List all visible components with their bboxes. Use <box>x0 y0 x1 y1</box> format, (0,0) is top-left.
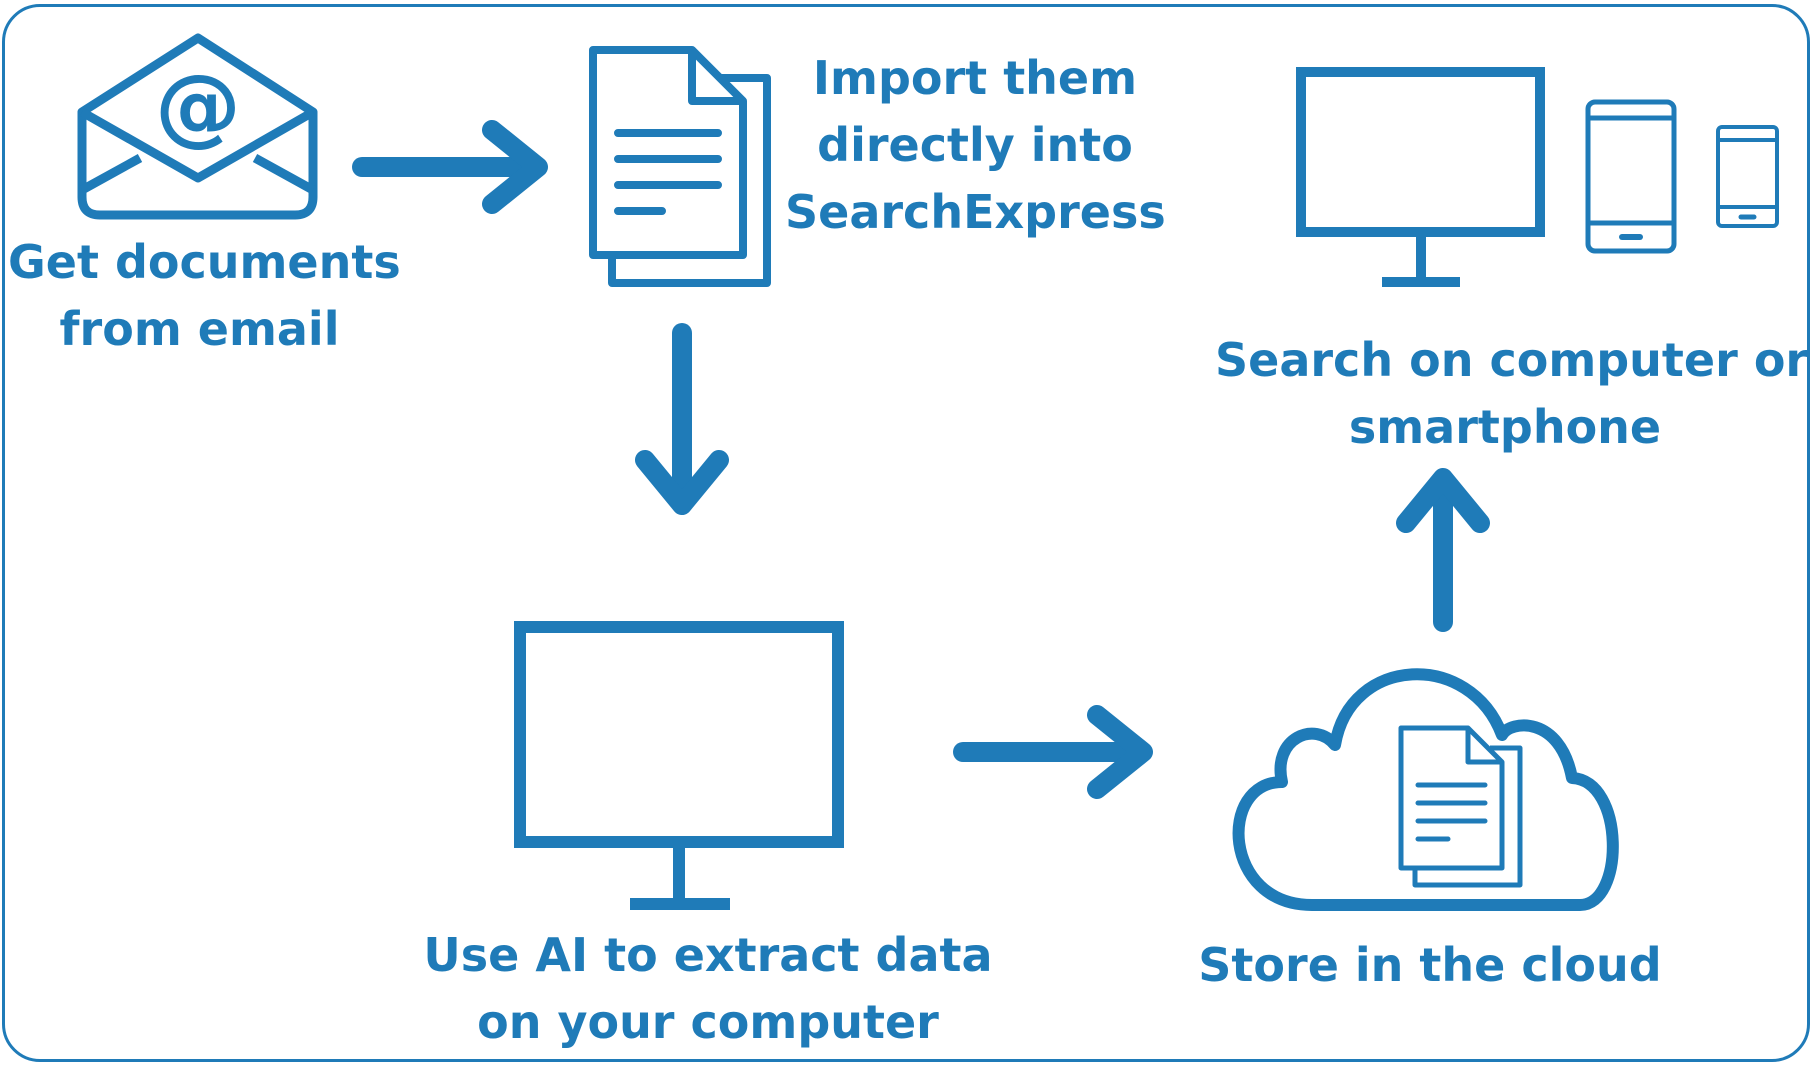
step-label-import: Import them directly into SearchExpress <box>785 51 1166 239</box>
computer-and-smartphone-icon <box>1296 67 1779 287</box>
envelope-at-icon: @ <box>77 33 318 220</box>
svg-text:@: @ <box>155 56 241 156</box>
computer-monitor-icon <box>514 621 844 910</box>
step-label-store: Store in the cloud <box>1198 938 1662 992</box>
step-label-email: Get documents from email <box>8 235 401 356</box>
document-stack-icon <box>589 46 771 287</box>
arrow-right-icon <box>352 120 548 214</box>
desktop-monitor-icon <box>1296 67 1545 287</box>
arrow-right-icon <box>953 705 1153 799</box>
arrow-up-icon <box>1396 468 1490 632</box>
small-phone-icon <box>1716 125 1779 228</box>
step-label-search: Search on computer or smartphone <box>1215 333 1809 454</box>
diagram-frame <box>2 4 1810 1062</box>
smartphone-icon <box>1585 99 1677 254</box>
step-label-extract: Use AI to extract data on your computer <box>423 928 993 1049</box>
arrow-down-icon <box>635 323 729 515</box>
cloud-documents-icon <box>1232 668 1619 911</box>
